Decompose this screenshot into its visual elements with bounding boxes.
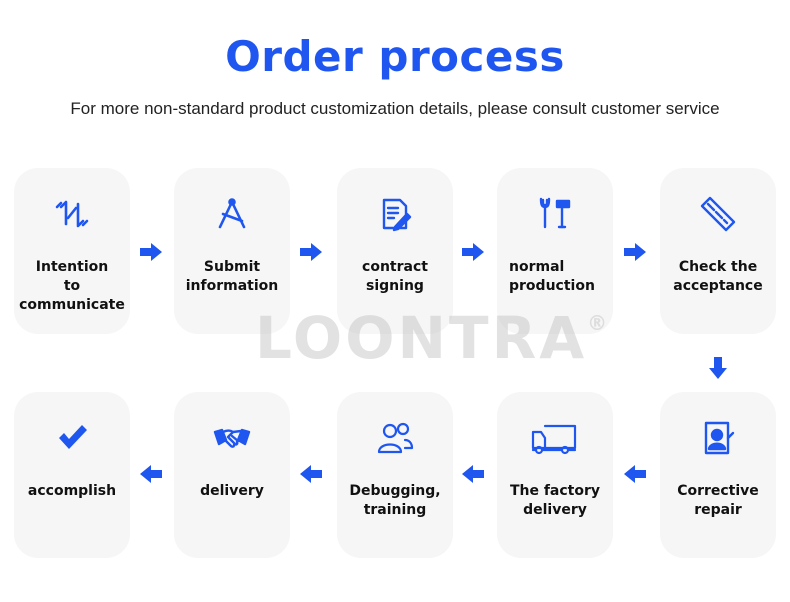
step-label: Corrective repair <box>677 483 759 518</box>
arrow-left-icon <box>138 461 164 487</box>
contract-pen-icon <box>375 194 415 234</box>
step-card-intention: Intention to communicate <box>14 168 130 334</box>
arrow-left-icon <box>460 461 486 487</box>
step-card-debugging: Debugging, training <box>337 392 453 558</box>
arrow-left-icon <box>298 461 324 487</box>
step-card-contract: contract signing <box>337 168 453 334</box>
step-card-submit: Submit information <box>174 168 290 334</box>
arrow-right-icon <box>622 239 648 265</box>
step-card-factory-delivery: The factory delivery <box>497 392 613 558</box>
step-card-accomplish: accomplish <box>14 392 130 558</box>
step-card-delivery: delivery <box>174 392 290 558</box>
compass-icon <box>212 194 252 234</box>
arrow-right-icon <box>460 239 486 265</box>
step-card-production: normal production <box>497 168 613 334</box>
step-label: The factory delivery <box>509 483 601 518</box>
handshake-icon <box>212 418 252 458</box>
technician-icon <box>698 418 738 458</box>
step-label: Debugging, training <box>349 483 441 518</box>
step-label: Intention to communicate <box>19 259 125 313</box>
arrow-right-icon <box>138 239 164 265</box>
wrench-hammer-icon <box>535 194 575 234</box>
arrow-right-icon <box>298 239 324 265</box>
step-label: normal production <box>509 259 595 294</box>
step-label: accomplish <box>27 483 117 499</box>
ruler-icon <box>698 194 738 234</box>
page-title: Order process <box>225 32 565 81</box>
step-label: contract signing <box>362 259 428 294</box>
step-label: delivery <box>200 483 264 499</box>
exchange-arrows-icon <box>52 194 92 234</box>
step-card-acceptance: Check the acceptance <box>660 168 776 334</box>
truck-icon <box>529 418 579 458</box>
checkmark-icon <box>52 418 92 458</box>
people-icon <box>375 418 415 458</box>
step-label: Submit information <box>185 259 279 294</box>
step-card-repair: Corrective repair <box>660 392 776 558</box>
step-label: Check the acceptance <box>673 259 763 294</box>
arrow-down-icon <box>705 355 731 381</box>
arrow-left-icon <box>622 461 648 487</box>
page-subtitle: For more non-standard product customizat… <box>70 99 720 118</box>
